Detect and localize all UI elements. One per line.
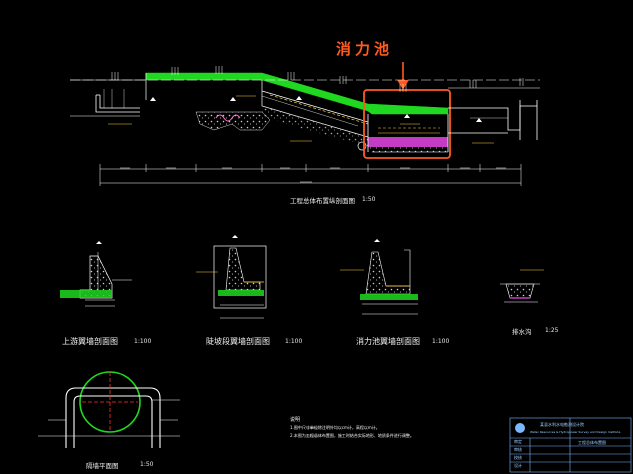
title-block-company: 某县水利水电勘测设计院 <box>540 422 584 427</box>
scale-basin-wall: 1:100 <box>432 338 450 345</box>
title-row-2: 审核 <box>514 447 522 452</box>
downstream-channel <box>448 87 540 140</box>
caption-basin-wall: 消力池翼墙剖面图 <box>356 337 420 346</box>
notes-line-1: 1.图中尺寸单位除注明外均以cm计，高程以m计。 <box>290 425 380 430</box>
section-basin-wall <box>340 239 418 315</box>
stilling-basin <box>357 114 449 153</box>
title-block-company-en: Water Resources & Hydropower Survey and … <box>530 430 621 434</box>
notes-line-2: 2.本图为工程总体布置图，施工时结合实际地形、地质条件进行调整。 <box>290 433 414 438</box>
scale-inclined-wall: 1:100 <box>285 338 303 345</box>
plan-detail <box>38 371 180 448</box>
notes-lines <box>306 427 318 437</box>
title-block <box>509 417 632 473</box>
drain-pipe <box>215 114 241 122</box>
section-drain <box>500 269 544 303</box>
caption-drain: 排水沟 <box>512 328 532 336</box>
scale-main-profile: 1:50 <box>362 196 376 203</box>
concrete-crest <box>145 72 449 115</box>
caption-upper-wall: 上游翼墙剖面图 <box>62 337 118 346</box>
scale-plan-detail: 1:50 <box>140 461 154 468</box>
riprap <box>195 111 271 131</box>
basin-highlight-box <box>363 89 451 159</box>
caption-inclined-wall: 陡坡段翼墙剖面图 <box>206 337 270 346</box>
title-row-3: 校核 <box>514 455 522 460</box>
caption-plan-detail: 隔墙平面图 <box>86 462 119 470</box>
elevation-ticks <box>111 66 524 92</box>
dimension-lines <box>99 164 522 186</box>
title-row-4: 设计 <box>514 463 522 468</box>
main-profile <box>70 62 540 186</box>
caption-main-profile: 工程总体布置纵剖面图 <box>290 197 355 205</box>
upstream-channel <box>70 79 146 117</box>
chute-foundation <box>262 106 368 146</box>
notes-heading: 说明 <box>290 417 301 423</box>
title-row-1: 审定 <box>514 439 522 444</box>
section-upper-wall <box>60 241 132 307</box>
profile-labels <box>108 95 494 144</box>
scale-drain: 1:25 <box>545 327 559 334</box>
scale-upper-wall: 1:100 <box>134 338 152 345</box>
annotation-label: 消力池 <box>336 40 394 58</box>
section-inclined-wall <box>196 235 267 319</box>
title-block-project: 工程总体布置图 <box>578 440 606 445</box>
